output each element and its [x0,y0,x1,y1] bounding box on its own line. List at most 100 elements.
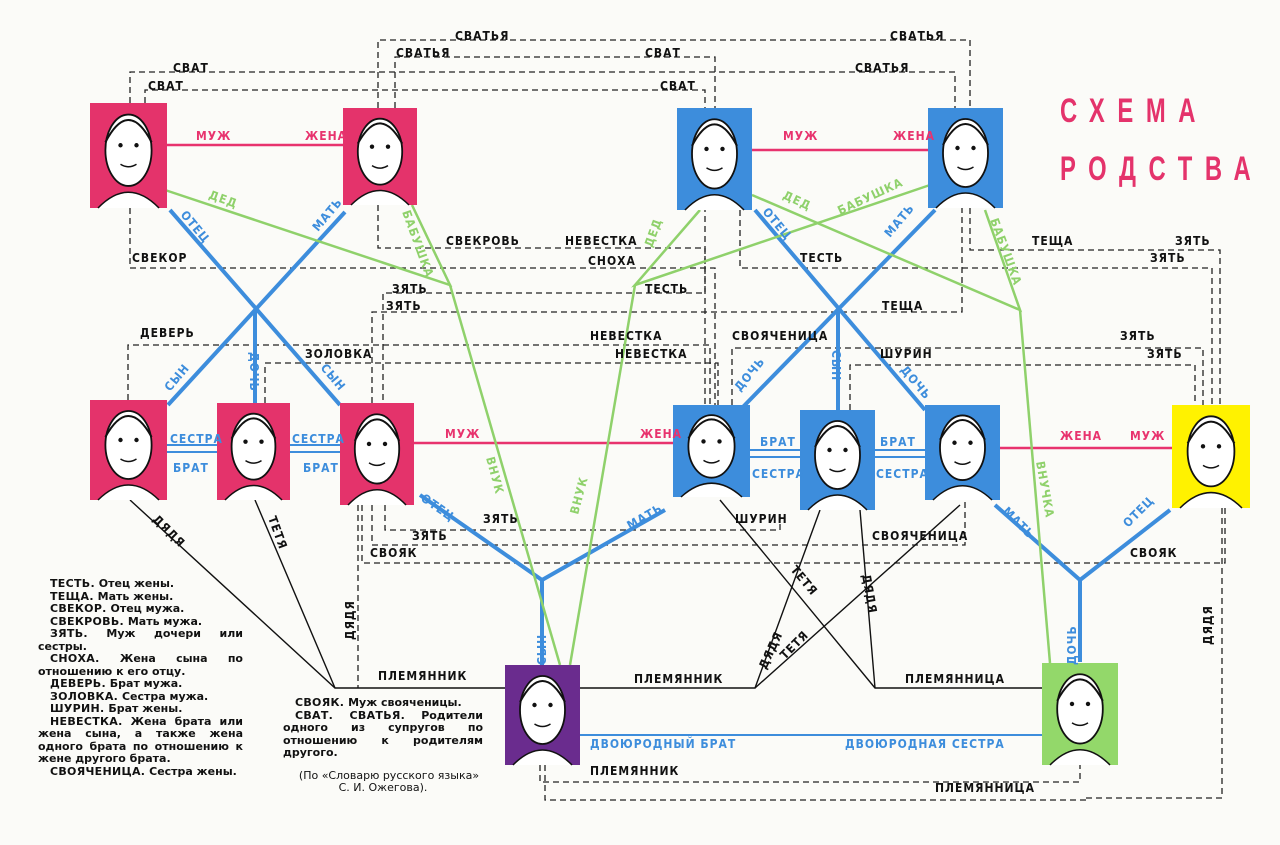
face-icon [519,675,566,745]
eye-icon [1069,701,1075,707]
shoulders-icon [932,485,993,501]
mouth-icon [829,468,846,473]
grandparent-line [448,284,562,666]
mouth-icon [245,460,262,464]
eye-icon [720,146,725,152]
face-icon [353,413,401,485]
hair-icon [104,119,153,143]
relation-label: ЗЯТЬ [392,282,428,296]
hair-icon [230,417,277,440]
portrait-grandfather-2 [677,108,752,211]
hair-icon [939,419,986,441]
mouth-icon [368,462,386,467]
uncle-aunt-line [859,509,876,689]
eye-icon [134,143,139,148]
shoulders-icon [1049,749,1111,766]
mouth-icon [957,166,974,171]
face-icon [104,113,153,187]
relation-label: НЕВЕСТКА [565,234,637,248]
dashed-relation-line [539,765,1081,783]
relation-label: ПЛЕМЯННИК [378,669,467,683]
portrait-grandmother-1 [343,108,417,206]
legend-term: НЕВЕСТКА. [50,714,123,728]
portrait-brother-in-law [90,400,167,501]
relation-label: СЕСТРА [876,467,929,481]
legend-definitions: ТЕСТЬ. Отец жены.ТЕЩА. Мать жены.СВЕКОР.… [38,577,243,778]
relation-label: СВЕКОР [132,251,187,265]
relation-label: ДВОЮРОДНЫЙ БРАТ [590,736,736,751]
hair-icon [814,425,861,448]
relation-label: БРАТ [760,435,796,449]
relation-label: СВОЯК [1130,546,1177,560]
legend-definition: Мать мужа. [124,614,203,628]
portrait-wife-sister [925,405,1000,501]
legend-term: ТЕЩА. [50,589,94,603]
relation-label: ТЕЩА [882,299,923,313]
legend-term: СНОХА. [50,652,100,665]
relation-label: МУЖ [196,129,231,143]
face-icon [230,412,277,481]
legend-definition: Брат мужа. [105,677,183,690]
eye-icon [118,437,123,443]
legend-term: СВОЯЧЕНИЦА. [50,764,146,778]
dashed-relation-line [731,347,1204,405]
relation-label: ДОЧЬ [247,352,261,392]
relation-label: МУЖ [1130,429,1165,443]
mouth-icon [706,167,723,172]
relation-label: ДВОЮРОДНАЯ СЕСТРА [845,737,1005,751]
legend-entry: ТЕЩА. Мать жены. [38,589,243,604]
relation-label: ПЛЕМЯННИЦА [935,781,1035,795]
eye-icon [955,145,960,151]
relation-label: БРАТ [880,435,916,449]
eye-icon [243,439,248,444]
mouth-icon [703,459,720,464]
relation-label: ЗЯТЬ [483,512,519,526]
legend-definition: Жена брата или жена сына, а также жена о… [38,714,243,765]
legend-term: ТЕСТЬ. [50,577,95,590]
eye-icon [382,441,388,447]
legend-term: ЗОЛОВКА. [50,689,119,703]
parent-child-line [418,493,666,583]
legend-definition: Брат жены. [104,702,183,715]
relation-label: СЫН [829,350,843,381]
legend-definition: Муж свояченицы. [344,696,462,709]
dashed-relation-line [371,208,963,403]
relation-label: МАТЬ [1000,504,1037,541]
hair-icon [687,418,736,439]
relation-label: МУЖ [783,129,818,143]
dashed-relation-line [384,505,781,531]
legend-definition: Сестра мужа. [118,689,209,703]
relation-label: ОТЕЦ [418,491,457,524]
legend-entry: ДЕВЕРЬ. Брат мужа. [38,677,243,691]
relation-label: СВАТЬЯ [455,29,509,43]
portraits [90,103,1250,766]
dashed-relation-line [264,362,719,405]
eye-icon [532,702,537,708]
uncle-aunt-line [754,504,961,689]
hair-icon [942,123,989,146]
legend-term: СВЕКОР. [50,602,107,615]
dashed-relation-line [127,344,711,405]
hair-icon [1056,678,1104,702]
eye-icon [704,146,709,152]
hair-icon [691,123,738,147]
relation-label: ДЯДЯ [1201,605,1215,645]
eye-icon [843,447,848,453]
legend-term: СВЕКРОВЬ. [50,614,125,628]
face-icon [942,118,989,188]
relation-label: СЕСТРА [170,432,223,446]
relation-label: ЗЯТЬ [386,299,422,313]
relation-label: ШУРИН [735,512,788,526]
relation-label: МУЖ [445,427,480,441]
grandparent-line [1018,309,1052,664]
shoulders-icon [807,494,868,511]
hair-icon [356,122,404,145]
relation-label: ДЕД [207,188,240,211]
face-icon [1186,415,1236,488]
shoulders-icon [347,489,407,506]
mouth-icon [120,163,137,168]
dashed-relation-line [544,765,1090,801]
face-icon [691,118,738,190]
dashed-relation-line [377,39,971,108]
